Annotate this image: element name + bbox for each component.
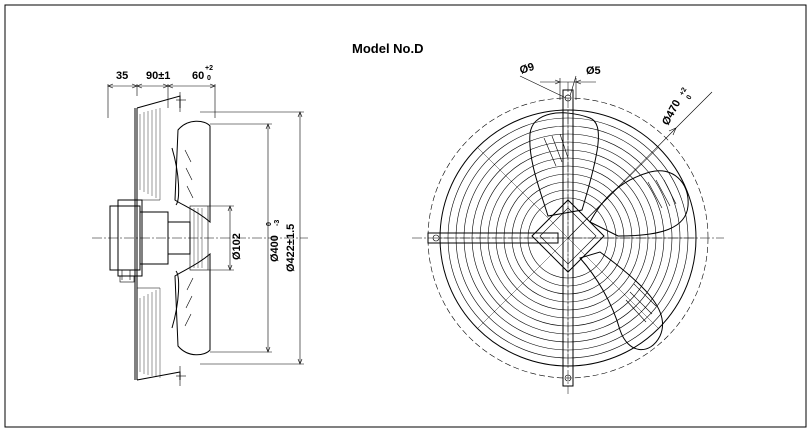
front-dia470-dim: Ø470 +2 0 (567, 87, 713, 239)
dim-5: Ø5 (586, 65, 601, 77)
blades-side (171, 120, 211, 356)
dim-60-tol-upper: +2 (205, 65, 213, 72)
dim-dia9: Ø9 (518, 61, 536, 77)
blades-front (529, 112, 689, 351)
vertical-dimensions: Ø102 Ø400 0 -3 Ø422±1.5 (200, 111, 304, 365)
dim-60: 60 (192, 70, 204, 82)
dim-dia470-tol-upper: +2 (679, 87, 689, 97)
top-dimensions: 35 90±1 60 +2 0 (107, 65, 216, 118)
dim-60-tol-lower: 0 (207, 75, 211, 82)
front-view: Ø9 Ø5 Ø470 +2 0 (412, 61, 724, 394)
motor-side (109, 199, 209, 283)
drawing-frame (4, 4, 807, 428)
model-title: Model No.D (352, 41, 424, 56)
front-top-dims: Ø9 Ø5 (518, 61, 601, 100)
side-view: 35 90±1 60 +2 0 (92, 65, 308, 386)
dim-dia400-tol-upper: 0 (266, 222, 273, 226)
dim-dia400: Ø400 (269, 235, 281, 262)
dim-dia470: Ø470 (660, 98, 683, 127)
dim-dia470-tol-lower: 0 (686, 94, 694, 101)
dim-90: 90±1 (146, 70, 170, 82)
dim-dia422: Ø422±1.5 (285, 224, 297, 272)
dim-35: 35 (116, 70, 128, 82)
dim-dia400-tol-lower: -3 (274, 220, 281, 226)
guard-side (134, 92, 186, 386)
dim-dia102: Ø102 (231, 233, 243, 260)
